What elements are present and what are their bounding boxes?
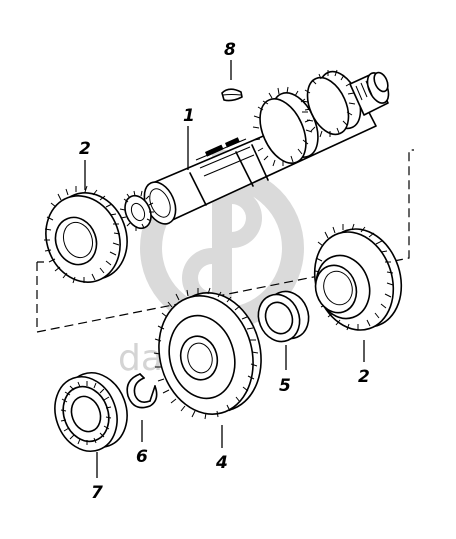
callouts: 8 1 2 2 5 4 6 7: [79, 40, 370, 503]
woodruff-key: [221, 88, 243, 102]
callout-5: 5: [279, 376, 291, 396]
leader-lines: [84, 60, 365, 478]
callout-6: 6: [136, 447, 148, 467]
callout-4: 4: [215, 453, 228, 473]
callout-7: 7: [91, 483, 103, 503]
gear-left: [44, 185, 128, 284]
group-bracket: [36, 149, 414, 333]
callout-1: 1: [183, 106, 195, 126]
callout-2-right: 2: [358, 367, 370, 387]
gear-large: [153, 287, 262, 420]
circlip: [126, 373, 158, 409]
main-shaft: [119, 69, 390, 231]
callout-8: 8: [224, 40, 236, 60]
spacer-ring: [257, 290, 310, 343]
gear-right: [313, 223, 403, 331]
roller-bearing: [54, 372, 128, 452]
callout-2-left: 2: [79, 139, 91, 159]
